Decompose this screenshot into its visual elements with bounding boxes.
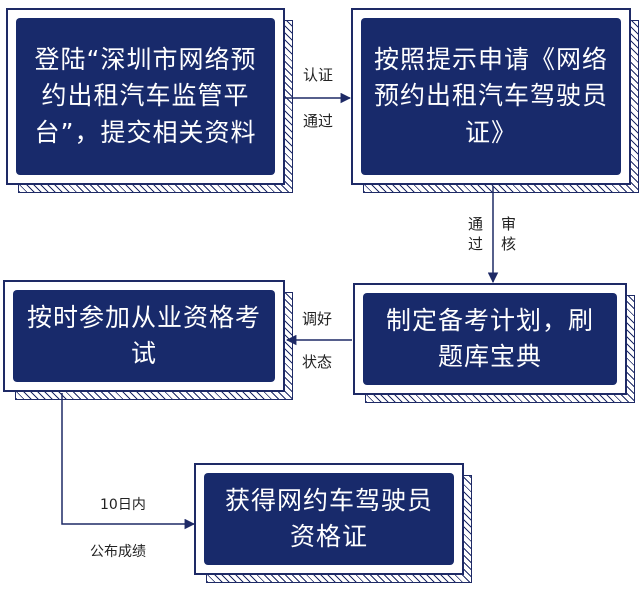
step1-box: 登陆“深圳市网络预约出租汽车监管平台”，提交相关资料 xyxy=(16,18,275,175)
step1-text: 登陆“深圳市网络预约出租汽车监管平台”，提交相关资料 xyxy=(34,45,257,147)
edge1-label-top: 认证 xyxy=(303,66,334,84)
step2-box: 按照提示申请《网络预约出租汽车驾驶员证》 xyxy=(361,18,621,175)
edge3-label-bottom: 状态 xyxy=(302,353,333,371)
edge2-label-left: 通过 xyxy=(468,215,484,254)
step1-frame: 登陆“深圳市网络预约出租汽车监管平台”，提交相关资料 xyxy=(6,8,293,193)
edge3-label-top: 调好 xyxy=(302,310,333,328)
edge4-label-top: 10日内 xyxy=(100,497,146,513)
step5-text: 获得网约车驾驶员资格证 xyxy=(224,485,433,551)
step2-text: 按照提示申请《网络预约出租汽车驾驶员证》 xyxy=(373,45,608,147)
step3-box: 制定备考计划，刷题库宝典 xyxy=(363,293,617,385)
step5-box: 获得网约车驾驶员资格证 xyxy=(204,473,454,565)
step3-text: 制定备考计划，刷题库宝典 xyxy=(385,305,594,371)
step2-frame: 按照提示申请《网络预约出租汽车驾驶员证》 xyxy=(351,8,639,193)
arrow-step4-to-step5 xyxy=(61,393,196,530)
step5-frame: 获得网约车驾驶员资格证 xyxy=(194,463,472,583)
step4-box: 按时参加从业资格考试 xyxy=(13,290,275,382)
step3-frame: 制定备考计划，刷题库宝典 xyxy=(353,283,635,403)
step4-text: 按时参加从业资格考试 xyxy=(26,302,261,368)
edge1-label-bottom: 通过 xyxy=(303,112,334,130)
edge2-label-right: 审核 xyxy=(501,215,517,254)
edge4-label-bottom: 公布成绩 xyxy=(90,544,146,560)
step4-frame: 按时参加从业资格考试 xyxy=(3,280,293,400)
